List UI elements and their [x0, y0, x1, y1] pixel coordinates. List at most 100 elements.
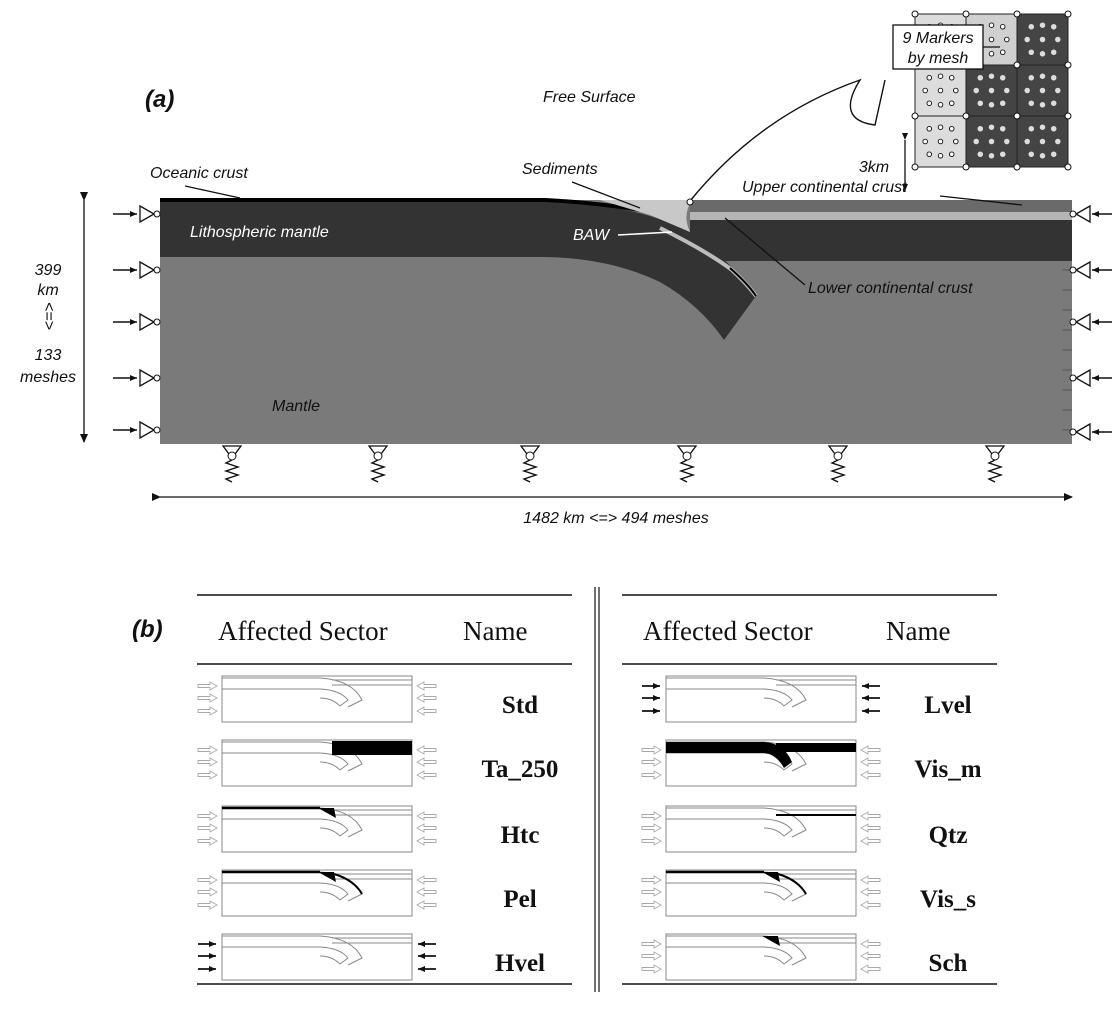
- marker-dot: [977, 74, 984, 81]
- markers-label-line2: by mesh: [908, 50, 969, 67]
- marker-dot: [977, 151, 984, 157]
- marker-dot: [1024, 36, 1030, 43]
- sediment-wedge: [600, 200, 692, 232]
- mesh-node: [962, 10, 970, 18]
- marker-dot: [922, 138, 928, 145]
- marker-dot: [1039, 73, 1046, 79]
- marker-dot: [988, 138, 995, 145]
- mantle-label: Mantle: [272, 398, 320, 415]
- sector-schematic-right: [641, 739, 881, 787]
- roller-support-icon: [139, 260, 156, 280]
- marker-dot: [973, 87, 979, 94]
- marker-dot: [926, 100, 933, 106]
- marker-dot: [988, 51, 995, 57]
- marker-dot: [1050, 24, 1057, 30]
- experiment-name-lvel: Lvel: [924, 692, 971, 719]
- experiment-name-hvel: Hvel: [495, 950, 545, 977]
- mesh-inset: 9 Markers by mesh 3km: [686, 10, 1072, 206]
- roller-support-icon: [139, 312, 156, 332]
- height-equivalence: <=>: [40, 302, 57, 330]
- sector-schematic-left: [197, 675, 437, 723]
- marker-dot: [948, 100, 955, 106]
- panel-a: (a) Free Surface: [20, 10, 1112, 527]
- marker-dot: [937, 73, 944, 79]
- oceanic-lithosphere: [160, 200, 756, 340]
- mesh-node: [1064, 10, 1072, 18]
- marker-dot: [999, 125, 1006, 132]
- panel-b-label: (b): [132, 616, 163, 643]
- marker-dot: [937, 102, 944, 108]
- left-col-name-header: Name: [463, 616, 527, 646]
- mesh-node: [911, 112, 919, 120]
- spring-icon: [223, 459, 241, 483]
- mesh-node: [1013, 10, 1021, 18]
- marker-dot: [973, 138, 979, 145]
- marker-dot: [926, 151, 933, 157]
- marker-dot: [953, 87, 959, 94]
- roller-support-icon: [1074, 368, 1091, 388]
- marker-dot: [1039, 102, 1046, 108]
- mesh-node: [1013, 112, 1021, 120]
- marker-dot: [1028, 24, 1035, 30]
- lithospheric-mantle-label: Lithospheric mantle: [190, 224, 329, 241]
- markers-label-line1: 9 Markers: [902, 30, 973, 47]
- mesh-scale-label: 3km: [859, 159, 889, 176]
- marker-dot: [1039, 124, 1046, 130]
- model-domain: [160, 198, 1072, 444]
- roller-support-icon: [139, 368, 156, 388]
- marker-dot: [1004, 138, 1010, 145]
- left-col-sector-header: Affected Sector: [218, 616, 388, 646]
- marker-dot: [937, 124, 944, 130]
- marker-dot: [977, 100, 984, 106]
- mesh-node: [1064, 112, 1072, 120]
- sector-schematic-left: [197, 805, 437, 853]
- marker-dot: [988, 153, 995, 159]
- lower-continental-crust: [690, 212, 1072, 220]
- marker-dot: [1028, 100, 1035, 106]
- sector-schematic-right: [641, 805, 881, 853]
- experiment-name-sch: Sch: [929, 950, 968, 977]
- roller-support-icon: [1074, 312, 1091, 332]
- spring-icon: [369, 459, 387, 483]
- marker-dot: [937, 138, 944, 145]
- marker-dot: [1024, 138, 1030, 145]
- right-boundary-conditions: [1069, 204, 1112, 442]
- sediments-label: Sediments: [522, 161, 598, 178]
- marker-dot: [988, 73, 995, 79]
- upper-continental-crust: [690, 200, 1072, 212]
- oceanic-crust-label: Oceanic crust: [150, 165, 248, 182]
- marker-dot: [999, 100, 1006, 106]
- height-value: 399: [35, 262, 62, 279]
- roller-support-icon: [139, 420, 156, 440]
- height-meshes-unit: meshes: [20, 369, 76, 386]
- mesh-node: [1064, 61, 1072, 69]
- upper-continental-crust-label: Upper continental crust: [742, 179, 907, 196]
- marker-dot: [1004, 87, 1010, 94]
- sector-schematic-right: [641, 869, 881, 917]
- spring-icon: [986, 459, 1004, 483]
- experiment-name-std: Std: [502, 692, 538, 719]
- marker-dot: [1055, 138, 1061, 145]
- mesh-node: [962, 163, 970, 171]
- roller-support-icon: [139, 204, 156, 224]
- marker-dot: [999, 151, 1006, 157]
- marker-dot: [1055, 36, 1061, 43]
- marker-dot: [937, 87, 944, 94]
- experiment-name-qtz: Qtz: [929, 822, 968, 849]
- mesh-node: [1064, 163, 1072, 171]
- marker-dot: [1039, 138, 1046, 145]
- experiment-name-htc: Htc: [501, 822, 540, 849]
- marker-dot: [922, 87, 928, 94]
- marker-dot: [1024, 87, 1030, 94]
- marker-dot: [937, 153, 944, 159]
- marker-dot: [953, 138, 959, 145]
- roller-support-icon: [1074, 204, 1091, 224]
- marker-dot: [988, 102, 995, 108]
- mesh-node: [911, 163, 919, 171]
- right-col-name-header: Name: [886, 616, 950, 646]
- marker-dot: [1039, 87, 1046, 94]
- marker-dot: [1039, 22, 1046, 28]
- marker-dot: [1039, 51, 1046, 57]
- marker-dot: [999, 49, 1006, 56]
